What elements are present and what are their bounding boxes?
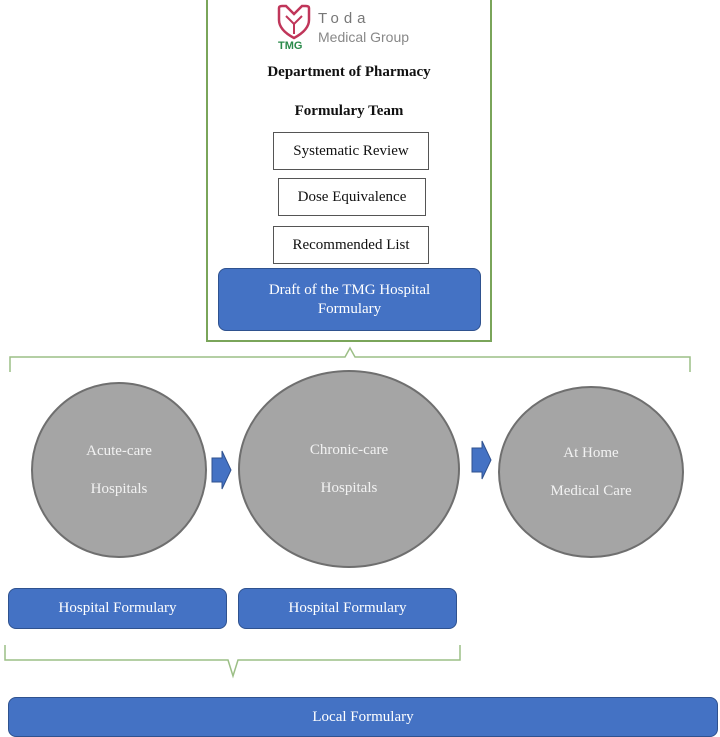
- tmg-logo-mark-icon: TMG: [277, 4, 311, 50]
- logo-abbrev: TMG: [278, 40, 302, 50]
- facility-label-line1: Chronic-care: [309, 442, 389, 458]
- draft-line-1: Draft of the TMG Hospital: [268, 281, 431, 298]
- step-systematic-review: Systematic Review: [273, 132, 429, 170]
- team-title: Formulary Team: [294, 103, 404, 119]
- acute-care-hospitals-circle: Acute-care Hospitals: [31, 382, 207, 558]
- local-formulary-box: Local Formulary: [8, 697, 718, 737]
- draft-formulary-box: Draft of the TMG Hospital Formulary: [218, 268, 481, 331]
- facility-label-line2: Hospitals: [320, 480, 378, 496]
- hospital-formulary-box: Hospital Formulary: [8, 588, 227, 629]
- chronic-care-hospitals-circle: Chronic-care Hospitals: [238, 370, 460, 568]
- right-arrow-icon: [211, 450, 232, 490]
- right-arrow-icon: [471, 440, 492, 480]
- facility-label-line1: At Home: [563, 445, 619, 461]
- facility-label-line2: Medical Care: [550, 483, 632, 499]
- draft-line-2: Formulary: [317, 300, 382, 317]
- logo: TMG Toda Medical Group: [274, 2, 424, 52]
- facility-label-line1: Acute-care: [86, 443, 152, 459]
- step-recommended-list: Recommended List: [273, 226, 429, 264]
- connector-layer: [4, 346, 691, 679]
- top-brace: [9, 346, 691, 372]
- bottom-brace: [4, 645, 461, 679]
- formulary-team-frame: [206, 0, 492, 342]
- logo-subtitle: Medical Group: [318, 29, 410, 45]
- logo-brand: Toda: [318, 10, 371, 27]
- hospital-formulary-box: Hospital Formulary: [238, 588, 457, 629]
- facility-label-line2: Hospitals: [90, 481, 148, 497]
- at-home-medical-care-circle: At Home Medical Care: [498, 386, 684, 558]
- step-dose-equivalence: Dose Equivalence: [278, 178, 426, 216]
- department-title: Department of Pharmacy: [267, 64, 431, 80]
